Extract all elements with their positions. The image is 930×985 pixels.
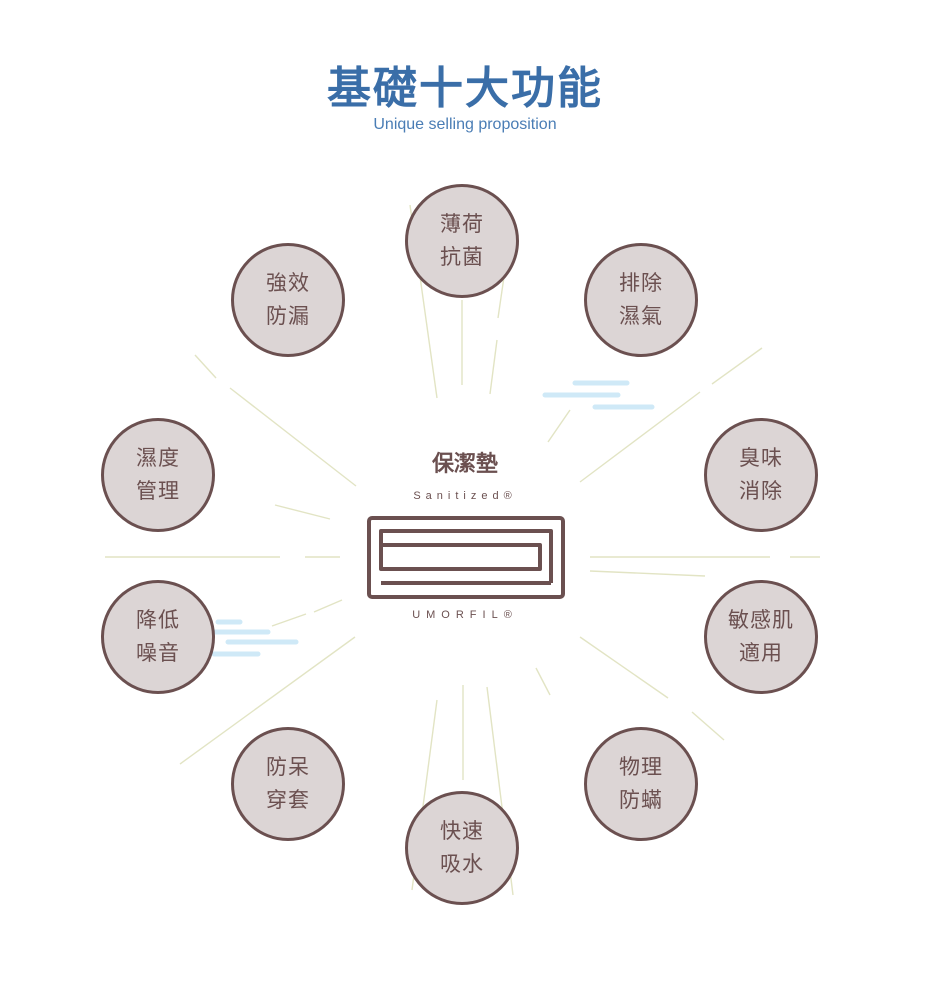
feature-circle-odor-removal: 臭味 消除 — [704, 418, 818, 532]
feature-label-line2: 濕氣 — [619, 304, 663, 328]
mattress-pad-icon — [367, 516, 565, 599]
feature-label-line2: 消除 — [739, 479, 783, 503]
feature-label-line2: 適用 — [739, 641, 783, 665]
feature-label-line1: 排除 — [619, 271, 663, 295]
feature-circle-leak-proof: 強效 防漏 — [231, 243, 345, 357]
feature-label-line1: 防呆 — [266, 755, 310, 779]
feature-circle-sensitive-skin: 敏感肌 適用 — [704, 580, 818, 694]
feature-circle-dust-mite: 物理 防蟎 — [584, 727, 698, 841]
feature-label-line2: 噪音 — [136, 641, 180, 665]
feature-circle-moisture-removal: 排除 濕氣 — [584, 243, 698, 357]
page-title: 基礎十大功能 — [327, 63, 603, 114]
feature-label-line2: 防蟎 — [619, 788, 663, 812]
feature-circle-mint-antibacterial: 薄荷 抗菌 — [405, 184, 519, 298]
umorfil-brand: UMORFIL® — [412, 609, 518, 621]
center-product-name: 保潔墊 — [431, 452, 498, 477]
feature-label-line2: 管理 — [136, 479, 180, 503]
feature-label-line1: 薄荷 — [440, 212, 484, 236]
feature-label-line1: 濕度 — [136, 446, 180, 470]
sanitized-brand: Sanitized® — [413, 490, 517, 502]
feature-label-line2: 抗菌 — [440, 245, 484, 269]
feature-label-line2: 吸水 — [440, 852, 484, 876]
feature-label-line1: 強效 — [266, 271, 310, 295]
feature-label-line1: 臭味 — [739, 446, 783, 470]
feature-circle-humidity-control: 濕度 管理 — [101, 418, 215, 532]
feature-label-line2: 防漏 — [266, 304, 310, 328]
feature-label-line1: 敏感肌 — [728, 608, 794, 632]
feature-label-line2: 穿套 — [266, 788, 310, 812]
feature-circle-noise-reduction: 降低 噪音 — [101, 580, 215, 694]
feature-label-line1: 物理 — [619, 755, 663, 779]
feature-circle-quick-absorb: 快速 吸水 — [405, 791, 519, 905]
feature-label-line1: 快速 — [440, 819, 484, 843]
feature-circle-foolproof-fit: 防呆 穿套 — [231, 727, 345, 841]
feature-label-line1: 降低 — [136, 608, 180, 632]
page-subtitle: Unique selling proposition — [373, 116, 557, 133]
